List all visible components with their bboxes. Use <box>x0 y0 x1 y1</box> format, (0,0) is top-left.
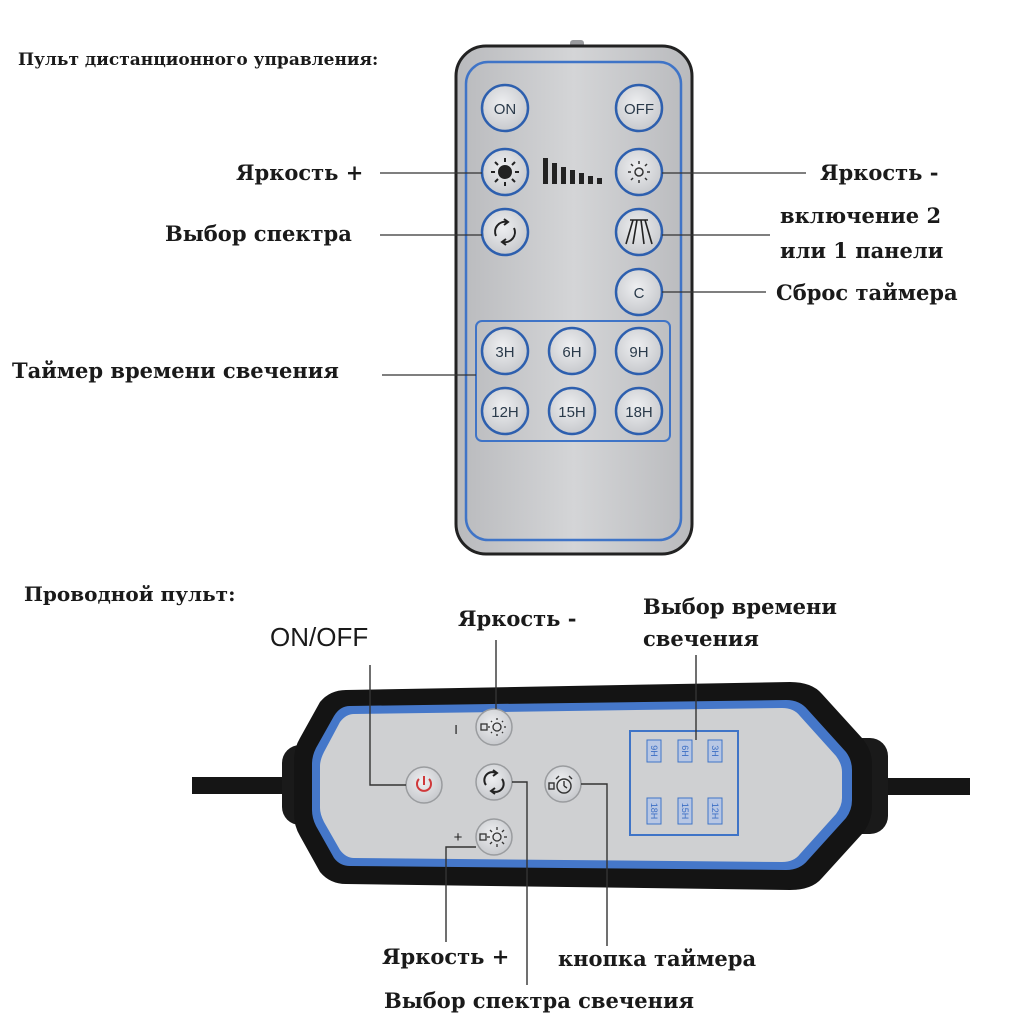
remote-off-label: OFF <box>624 101 654 118</box>
leader-wired-brightness-plus <box>445 846 476 942</box>
timer-led-9h-label: 9H <box>649 745 659 757</box>
wired-leader-lines <box>369 640 697 985</box>
label-wired-glow-time-2: свечения <box>643 626 759 651</box>
cycle-icon <box>494 218 516 246</box>
remote-timer-18h-button[interactable]: 18H <box>614 386 664 436</box>
label-remote-reset-timer: Сброс таймера <box>776 280 958 305</box>
ir-remote: ON OFF <box>380 40 806 556</box>
wired-brightness-minus-button[interactable] <box>475 708 513 746</box>
timer-9h-label: 9H <box>629 344 648 361</box>
timer-led-12h: 12H <box>707 797 723 825</box>
timer-18h-label: 18H <box>625 404 653 421</box>
label-wired-timer-button: кнопка таймера <box>558 946 757 971</box>
remote-reset-timer-button[interactable]: C <box>614 267 664 317</box>
timer-led-6h-label: 6H <box>680 745 690 757</box>
power-icon <box>416 776 432 792</box>
dim-lamp-icon <box>480 718 506 736</box>
timer-led-12h-label: 12H <box>710 803 720 820</box>
label-wired-spectrum: Выбор спектра свечения <box>384 988 695 1013</box>
timer-led-18h-label: 18H <box>649 803 659 820</box>
label-remote-brightness-plus: Яркость + <box>236 160 364 185</box>
cycle-icon <box>483 769 505 795</box>
label-remote-spectrum: Выбор спектра <box>165 221 352 246</box>
plus-mark: + <box>454 829 463 846</box>
timer-led-3h-label: 3H <box>710 745 720 757</box>
remote-timer-frame <box>475 320 671 442</box>
wired-power-button[interactable] <box>405 766 443 804</box>
label-remote-panels-2: или 1 панели <box>780 238 944 263</box>
label-remote-brightness-minus: Яркость - <box>820 160 939 185</box>
remote-off-button[interactable]: OFF <box>614 83 664 133</box>
label-wired-on-off: ON/OFF <box>270 622 369 652</box>
remote-timer-12h-button[interactable]: 12H <box>480 386 530 436</box>
bright-lamp-icon <box>479 827 507 847</box>
lamp-rays-icon <box>625 219 653 245</box>
remote-timer-6h-button[interactable]: 6H <box>547 326 597 376</box>
label-remote-panels-1: включение 2 <box>780 203 942 228</box>
remote-panels-button[interactable] <box>614 207 664 257</box>
label-remote-timer-glow: Таймер времени свечения <box>12 358 339 383</box>
remote-on-label: ON <box>494 101 517 118</box>
wired-section-title: Проводной пульт: <box>24 582 236 606</box>
minus-mark: I <box>454 722 458 737</box>
alarm-clock-icon <box>548 775 573 794</box>
timer-12h-label: 12H <box>491 404 519 421</box>
wired-spectrum-button[interactable] <box>475 763 513 801</box>
remote-timer-15h-button[interactable]: 15H <box>547 386 597 436</box>
remote-spectrum-button[interactable] <box>480 207 530 257</box>
timer-led-18h: 18H <box>646 797 662 825</box>
leader-on-off <box>369 665 406 786</box>
leader-timer-button <box>581 783 608 946</box>
timer-led-15h-label: 15H <box>680 803 690 820</box>
timer-led-frame <box>629 730 739 836</box>
remote-on-button[interactable]: ON <box>480 83 530 133</box>
remote-timer-9h-button[interactable]: 9H <box>614 326 664 376</box>
remote-blue-frame <box>464 60 683 542</box>
brightness-level-icon <box>543 158 602 184</box>
timer-led-3h: 3H <box>707 739 723 763</box>
sun-dim-icon <box>628 161 650 183</box>
remote-reset-label: C <box>634 285 645 302</box>
wired-controller: I + <box>192 640 970 985</box>
timer-led-9h: 9H <box>646 739 662 763</box>
wired-timer-button[interactable] <box>544 765 582 803</box>
timer-3h-label: 3H <box>495 344 514 361</box>
cable-right <box>880 778 970 795</box>
remote-section-title: Пульт дистанционного управления: <box>18 50 379 70</box>
timer-led-15h: 15H <box>677 797 693 825</box>
remote-timer-3h-button[interactable]: 3H <box>480 326 530 376</box>
remote-brightness-plus-button[interactable] <box>480 147 530 197</box>
timer-6h-label: 6H <box>562 344 581 361</box>
wired-brightness-plus-button[interactable] <box>475 818 513 856</box>
label-wired-brightness-plus: Яркость + <box>382 944 510 969</box>
remote-brightness-minus-button[interactable] <box>614 147 664 197</box>
label-wired-glow-time-1: Выбор времени <box>643 594 837 619</box>
sun-bright-icon <box>491 158 519 186</box>
leader-wired-spectrum <box>512 781 528 985</box>
cable-left <box>192 777 302 794</box>
timer-led-6h: 6H <box>677 739 693 763</box>
remote-leader-lines <box>380 172 806 376</box>
label-wired-brightness-minus: Яркость - <box>458 606 577 631</box>
timer-15h-label: 15H <box>558 404 586 421</box>
